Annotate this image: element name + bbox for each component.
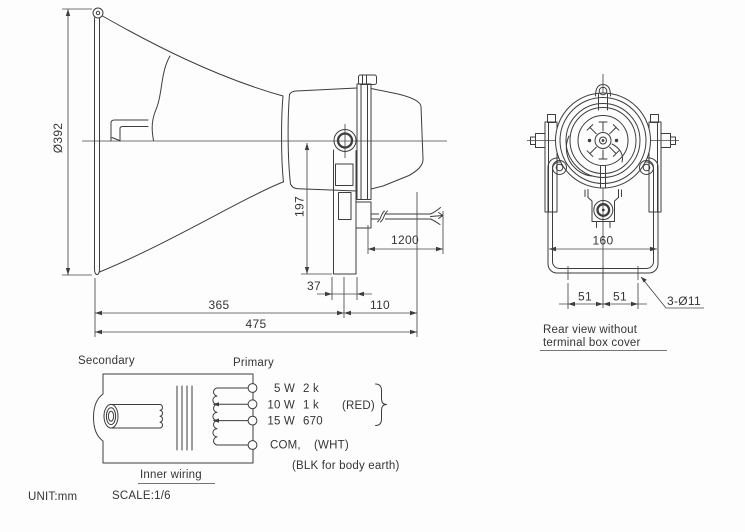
terminal-box-side xyxy=(355,201,444,229)
voice-coil-symbol xyxy=(103,403,163,429)
common-wire-color: (WHT) xyxy=(314,440,349,452)
tap-watt-1: 5 W xyxy=(274,383,295,395)
mounting-bracket-side xyxy=(333,124,357,275)
ear-lugs xyxy=(552,160,654,175)
bracket-rails xyxy=(544,114,662,213)
rear-knob-bracket xyxy=(584,189,622,228)
rear-view: 160 51 51 3-Ø11 Rear view without termin… xyxy=(527,74,704,351)
bracket-slot-upper xyxy=(335,163,354,186)
tap-brace xyxy=(375,383,387,426)
tap-terminal-5w xyxy=(247,383,258,393)
tap-imp-3: 670 xyxy=(303,416,323,428)
inner-wiring-label: Inner wiring xyxy=(140,469,202,481)
casting-seam-right xyxy=(611,143,623,163)
wiring-diagram: Secondary Primary 5 W 2 k 10 W 1 k xyxy=(78,355,399,484)
scale-label: SCALE:1/6 xyxy=(112,490,171,502)
unit-label: UNIT:mm xyxy=(28,491,77,503)
dimensions-rear: 160 51 51 3-Ø11 xyxy=(549,234,704,309)
tap-imp-2: 1 k xyxy=(303,399,319,411)
dim-hole-pitch-right: 51 xyxy=(613,290,627,304)
dim-overall-depth: 475 xyxy=(246,317,267,331)
mounting-flange xyxy=(356,83,372,200)
wiring-box xyxy=(93,373,254,464)
dim-rear-width: 160 xyxy=(593,234,614,248)
tap-wire-color: (RED) xyxy=(342,400,375,412)
casting-seam-left xyxy=(565,135,594,177)
side-view: Ø392 197 1200 37 365 110 xyxy=(51,7,447,337)
primary-label: Primary xyxy=(233,357,274,369)
flange-top-tab xyxy=(358,74,377,85)
wiring-caption: Inner wiring xyxy=(138,469,215,484)
driver-hub xyxy=(586,121,620,189)
inner-bracket xyxy=(110,119,149,142)
dim-bracket-width: 37 xyxy=(307,279,321,293)
common-label: COM, xyxy=(270,440,301,452)
tap-terminal-15w xyxy=(247,415,258,426)
dim-rear-depth: 110 xyxy=(370,298,390,312)
dimensions-side: Ø392 197 1200 37 365 110 xyxy=(51,8,444,337)
top-lug xyxy=(595,84,611,111)
driver-body xyxy=(281,74,424,200)
tap-imp-1: 2 k xyxy=(303,383,319,395)
tap-watt-3: 15 W xyxy=(267,416,295,428)
pivot-bolt xyxy=(333,129,357,152)
dim-diameter: Ø392 xyxy=(51,123,65,154)
mounting-hole-ticks xyxy=(567,266,639,280)
speaker-cable xyxy=(370,207,444,225)
rear-cover xyxy=(370,88,424,190)
rear-caption-line1: Rear view without xyxy=(543,324,638,336)
horn-bell xyxy=(92,7,284,275)
dim-mounting-holes: 3-Ø11 xyxy=(667,294,701,308)
tap-watt-2: 10 W xyxy=(267,399,295,411)
earth-note: (BLK for body earth) xyxy=(292,460,400,472)
tap-terminal-com xyxy=(247,440,258,450)
rear-caption-line2: terminal box cover xyxy=(543,337,641,349)
primary-winding xyxy=(212,383,258,450)
rear-view-caption: Rear view without terminal box cover xyxy=(540,324,667,351)
tap-terminal-10w xyxy=(247,399,258,410)
secondary-label: Secondary xyxy=(78,355,135,367)
bracket-slot-lower xyxy=(338,192,352,220)
side-bolts xyxy=(530,133,676,148)
dim-hole-pitch-left: 51 xyxy=(578,290,592,304)
dim-cable-length: 1200 xyxy=(391,233,419,247)
tap-labels: 5 W 2 k 10 W 1 k 15 W 670 (RED) COM, (WH… xyxy=(267,383,399,472)
horn-flare-curve xyxy=(151,55,171,141)
cable-frayed-end xyxy=(430,207,444,225)
dim-horn-depth: 365 xyxy=(209,298,230,312)
dim-bracket-height: 197 xyxy=(293,196,307,217)
transformer-core xyxy=(176,385,193,451)
